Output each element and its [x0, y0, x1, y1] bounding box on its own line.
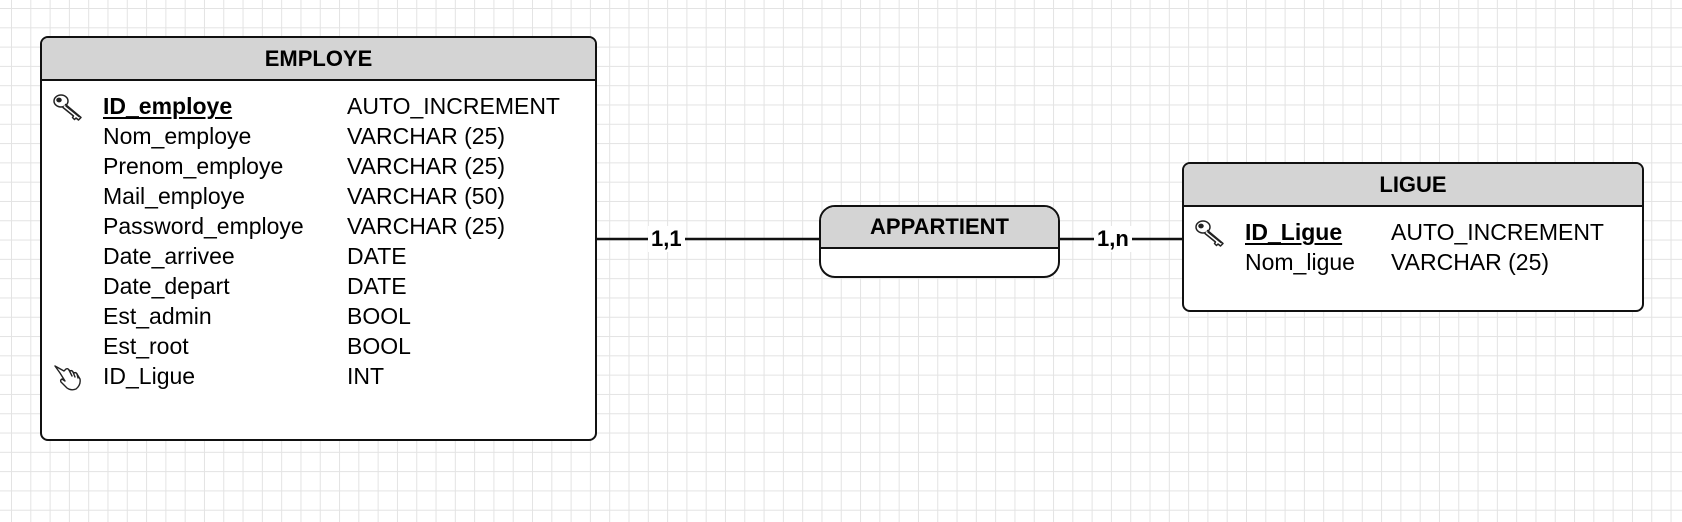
attribute-type: AUTO_INCREMENT	[1391, 219, 1604, 245]
entity-ligue[interactable]: LIGUE ID_Ligue AUTO_INCREMENT Nom_ligue VAR…	[1182, 162, 1644, 312]
attribute-type: VARCHAR (25)	[347, 213, 506, 239]
attribute-name: Nom_employe	[103, 123, 252, 149]
attribute-name: ID_Ligue	[1245, 219, 1343, 245]
attribute-type: BOOL	[347, 303, 411, 329]
attribute-name: Est_root	[103, 333, 189, 359]
attribute-type: BOOL	[347, 333, 411, 359]
attribute-name: Nom_ligue	[1245, 249, 1355, 275]
attribute-name: ID_Ligue	[103, 363, 196, 389]
relation-appartient[interactable]: APPARTIENT	[819, 205, 1060, 278]
attribute-type: VARCHAR (50)	[347, 183, 506, 209]
attribute-name: Est_admin	[103, 303, 212, 329]
attribute-type: VARCHAR (25)	[347, 123, 506, 149]
attribute-name: Prenom_employe	[103, 153, 284, 179]
entity-employe[interactable]: EMPLOYE ID_employe AUTO_INCREMENT Nom_empl…	[40, 36, 597, 441]
attribute-type: DATE	[347, 273, 407, 299]
attribute-type: VARCHAR (25)	[347, 153, 506, 179]
attribute-name: Date_depart	[103, 273, 230, 299]
attribute-type: DATE	[347, 243, 407, 269]
attribute-name: ID_employe	[103, 93, 233, 119]
entity-ligue-title: LIGUE	[1184, 164, 1642, 207]
cardinality-employe: 1,1	[648, 226, 685, 252]
key-icon	[52, 92, 86, 122]
cardinality-ligue: 1,n	[1094, 226, 1132, 252]
key-icon	[1194, 218, 1228, 248]
attribute-name: Mail_employe	[103, 183, 245, 209]
pointing-hand-icon	[52, 362, 86, 392]
entity-employe-title: EMPLOYE	[42, 38, 595, 81]
relation-appartient-title: APPARTIENT	[821, 207, 1058, 249]
attribute-name: Date_arrivee	[103, 243, 235, 269]
attribute-type: INT	[347, 363, 385, 389]
attribute-type: AUTO_INCREMENT	[347, 93, 560, 119]
attribute-name: Password_employe	[103, 213, 304, 239]
attribute-type: VARCHAR (25)	[1391, 249, 1550, 275]
